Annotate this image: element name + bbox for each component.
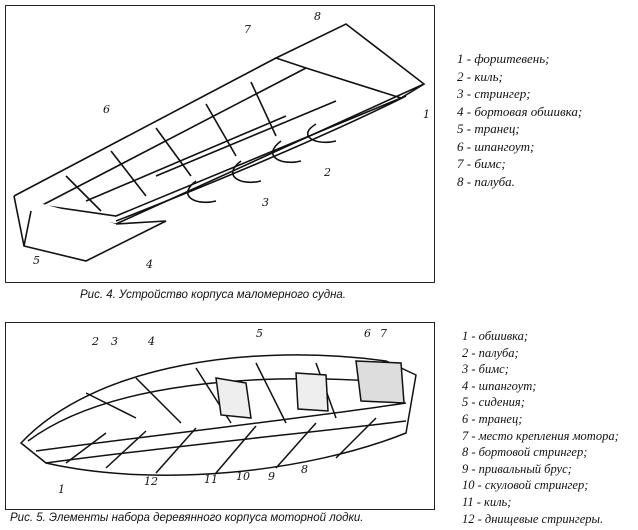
- figure-4-drawing: 8 7 1 6 2 3 5 4: [5, 5, 435, 283]
- legend-item: 7 - место крепления мотора;: [462, 428, 619, 443]
- legend-item: 6 - транец;: [462, 411, 523, 426]
- legend-item: 5 - транец;: [457, 121, 520, 136]
- legend-item: 9 - привальный брус;: [462, 461, 572, 476]
- callout-6: 6: [103, 103, 110, 116]
- callout-10: 10: [236, 470, 250, 483]
- legend-item: 3 - стрингер;: [457, 86, 531, 101]
- callout-3: 3: [111, 335, 118, 348]
- legend-item: 10 - скуловой стрингер;: [462, 478, 589, 493]
- figure-5-drawing: 2 3 4 5 6 7 1 12 11 10 9 8: [5, 322, 435, 510]
- callout-6: 6: [364, 327, 371, 340]
- legend-item: 3 - бимс;: [462, 362, 509, 377]
- legend-item: 8 - палуба.: [457, 173, 515, 189]
- legend-item: 6 - шпангоут;: [457, 138, 535, 154]
- legend-item: 5 - сидения;: [462, 395, 525, 410]
- callout-4: 4: [147, 335, 155, 348]
- callout-2: 2: [323, 166, 331, 179]
- legend-item: 1 - обшивка;: [462, 329, 529, 343]
- legend-item: 4 - шпангоут;: [462, 378, 537, 393]
- legend-item: 11 - киль;: [462, 494, 512, 509]
- legend-item: 2 - палуба;: [462, 345, 519, 360]
- figure-5-legend: 1 - обшивка; 2 - палуба; 3 - бимс; 4 - ш…: [462, 328, 619, 527]
- callout-9: 9: [268, 470, 275, 483]
- legend-item: 7 - бимс;: [457, 156, 506, 171]
- legend-item: 2 - киль;: [457, 68, 503, 84]
- callout-4: 4: [145, 258, 153, 271]
- callout-8: 8: [314, 10, 321, 23]
- boat-hull-frame-illustration: 8 7 1 6 2 3 5 4: [13, 10, 430, 271]
- callout-1: 1: [423, 108, 430, 121]
- callout-7: 7: [380, 327, 387, 340]
- legend-item: 12 - днищевые стрингеры.: [462, 511, 604, 526]
- callout-1: 1: [58, 483, 65, 496]
- figure-4-caption: Рис. 4. Устройство корпуса маломерного с…: [80, 289, 346, 301]
- callout-5: 5: [256, 327, 263, 340]
- motorboat-hull-illustration: 2 3 4 5 6 7 1 12 11 10 9 8: [19, 327, 417, 496]
- legend-item: 4 - бортовая обшивка;: [457, 103, 583, 119]
- legend-item: 1 - форштевень;: [457, 51, 550, 66]
- callout-2: 2: [91, 335, 99, 348]
- callout-12: 12: [144, 475, 158, 488]
- figure-4-legend: 1 - форштевень; 2 - киль; 3 - стрингер; …: [457, 50, 582, 190]
- figure-5-caption: Рис. 5. Элементы набора деревянного корп…: [10, 512, 364, 524]
- callout-5: 5: [33, 254, 40, 267]
- callout-8: 8: [301, 463, 308, 476]
- callout-7: 7: [244, 23, 251, 36]
- callout-3: 3: [262, 196, 269, 209]
- callout-11: 11: [204, 473, 218, 486]
- legend-item: 8 - бортовой стрингер;: [462, 445, 588, 460]
